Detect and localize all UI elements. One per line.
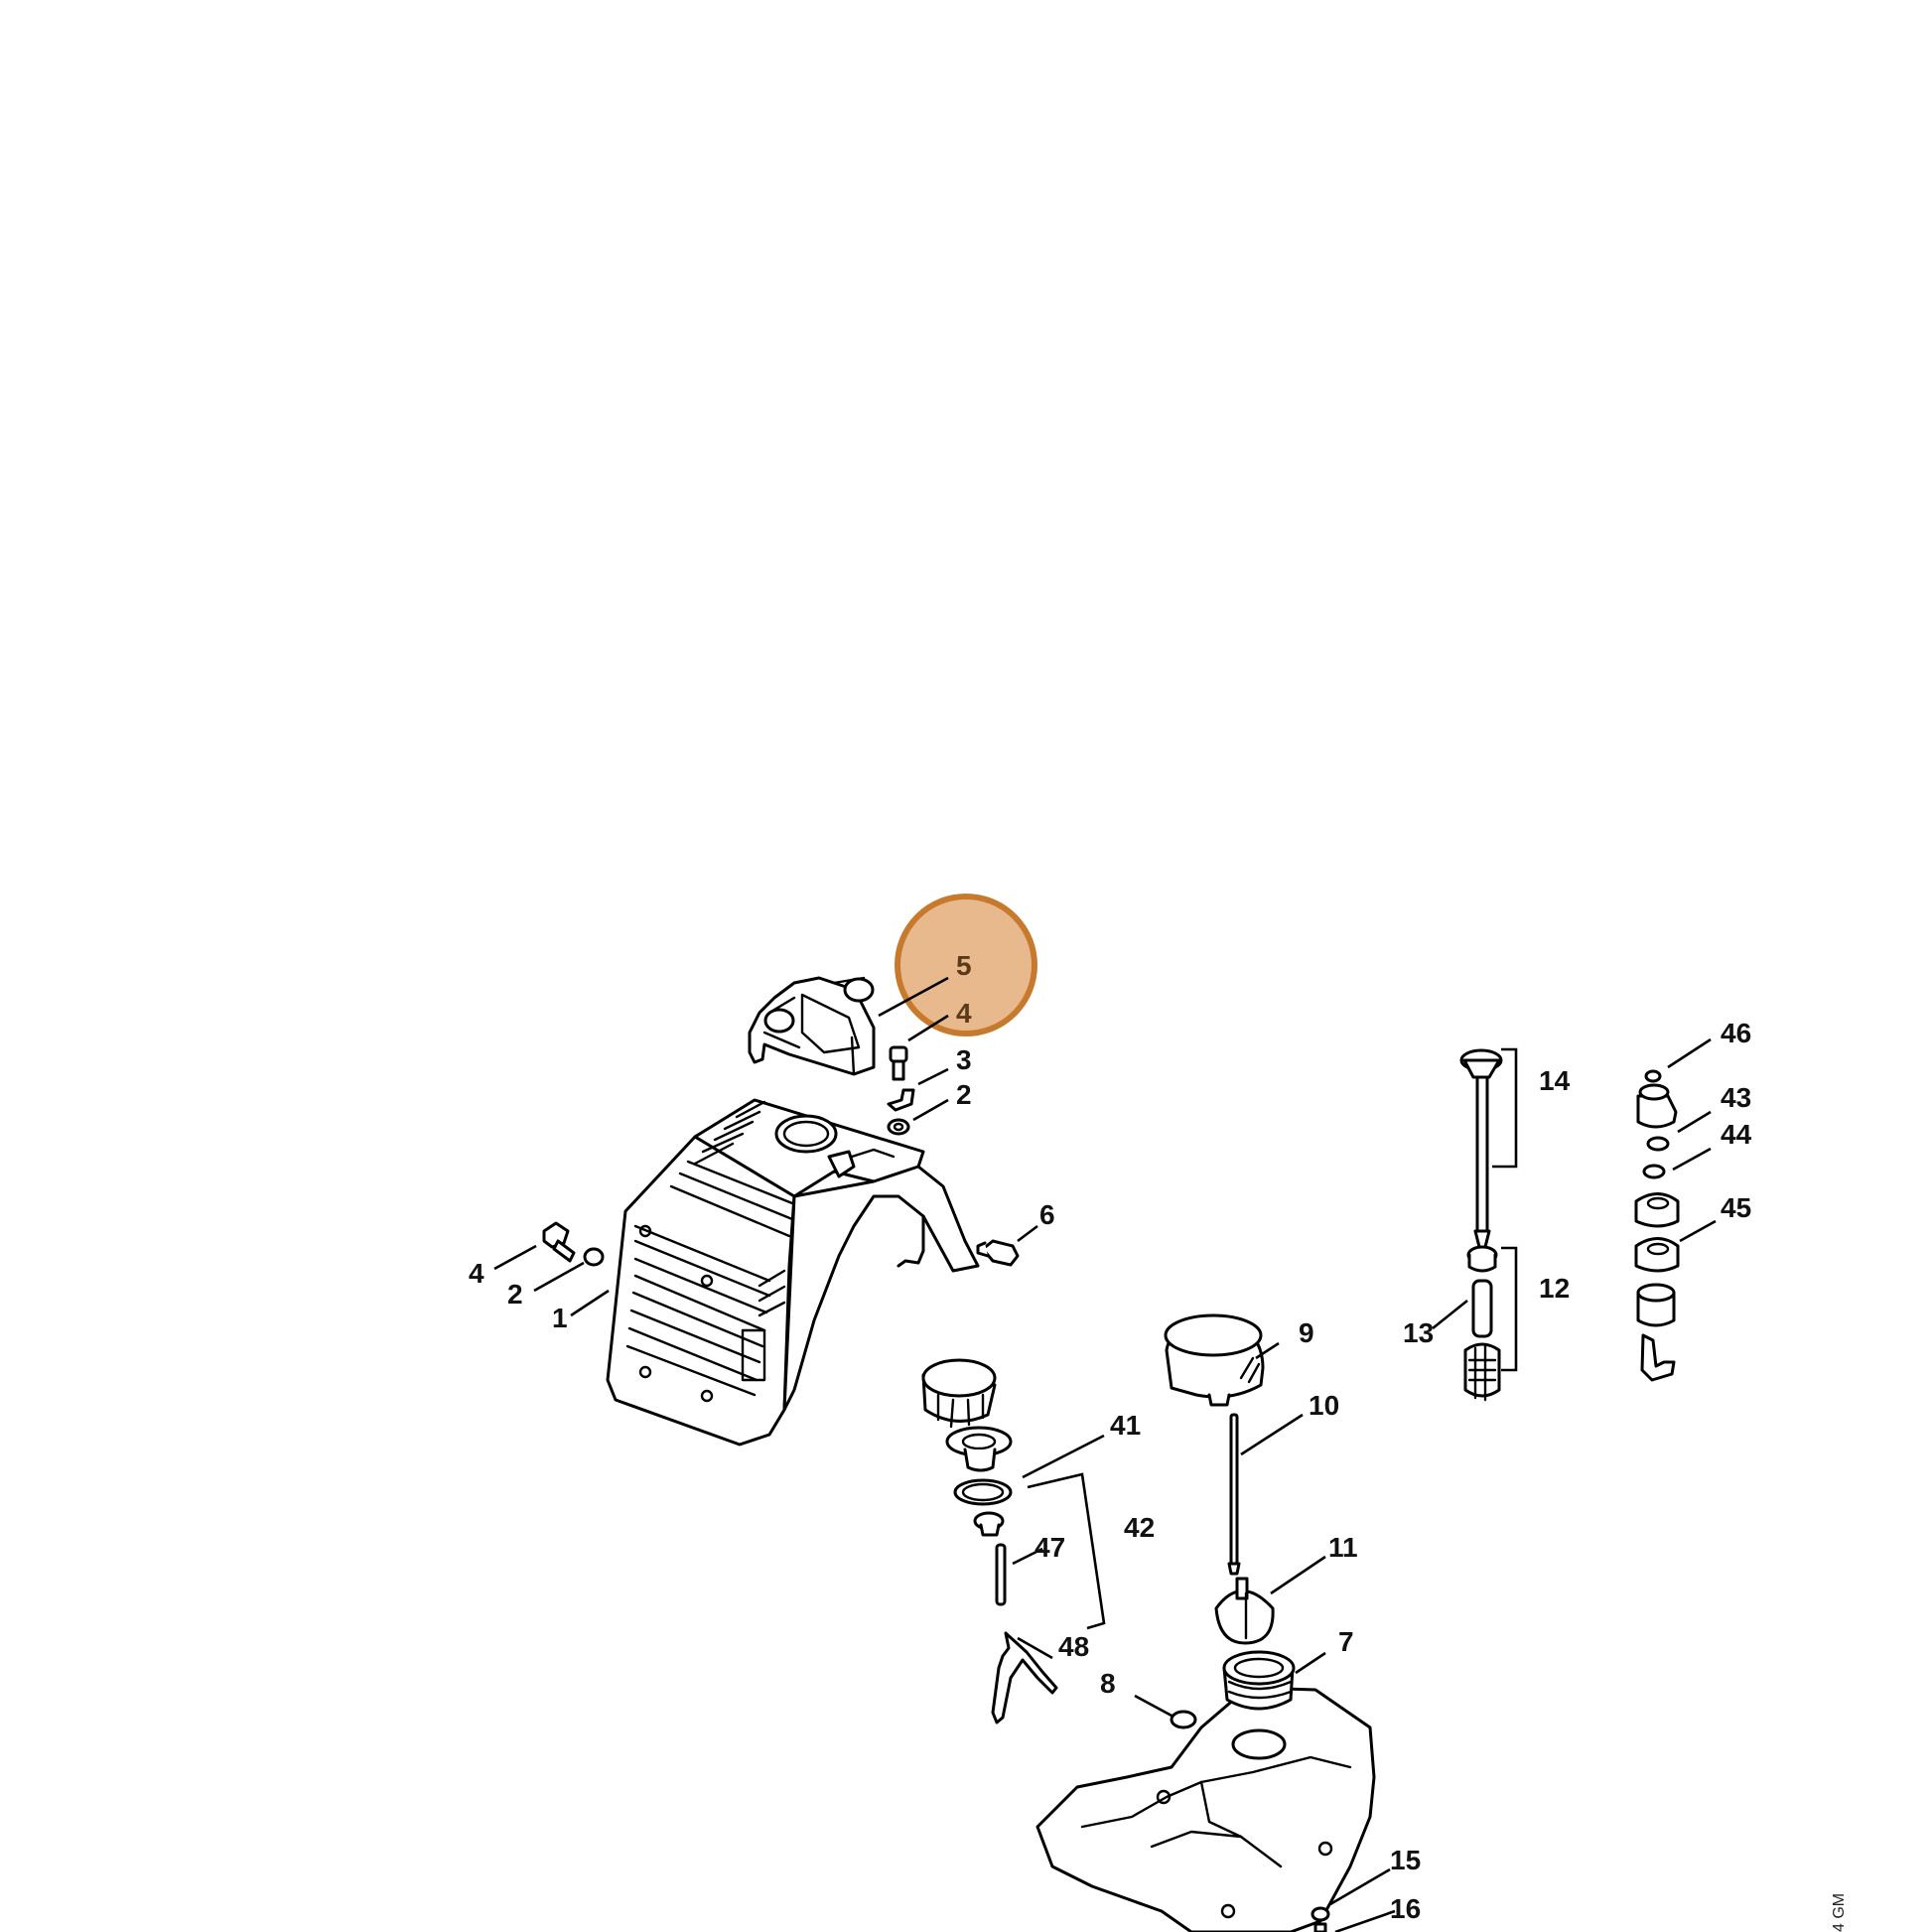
- highlight-circle[interactable]: [895, 894, 1037, 1036]
- part-1-shroud[interactable]: [606, 1098, 980, 1447]
- part-2-clip[interactable]: [887, 1088, 915, 1136]
- label-2-left[interactable]: 2: [507, 1279, 523, 1310]
- part-2-washer-left[interactable]: [583, 1247, 605, 1267]
- part-8-grommet[interactable]: [1170, 1710, 1197, 1729]
- part-13-sleeve[interactable]: [1466, 1245, 1498, 1338]
- label-46[interactable]: 46: [1721, 1018, 1751, 1048]
- part-45-coupling[interactable]: [1634, 1192, 1680, 1273]
- part-9-fuel-cap[interactable]: [1164, 1313, 1265, 1407]
- part-42-vent-valve-set[interactable]: [953, 1478, 1013, 1537]
- label-3[interactable]: 3: [956, 1044, 972, 1075]
- part-4-screw-left[interactable]: [542, 1221, 576, 1263]
- bracket-42: [1027, 1472, 1106, 1630]
- part-5-handle-bracket[interactable]: [748, 976, 876, 1076]
- part-47-pin[interactable]: [995, 1543, 1007, 1606]
- part-3-screw[interactable]: [889, 1045, 908, 1081]
- label-10[interactable]: 10: [1309, 1390, 1339, 1421]
- part-7-fuel-tank[interactable]: [1035, 1650, 1376, 1932]
- label-16[interactable]: 16: [1390, 1893, 1421, 1924]
- part-15-16-washer[interactable]: [1311, 1906, 1330, 1932]
- leader-lines: [493, 976, 1717, 1932]
- label-6[interactable]: 6: [1039, 1199, 1055, 1230]
- label-43[interactable]: 43: [1721, 1082, 1751, 1113]
- label-4[interactable]: 4: [956, 998, 972, 1029]
- label-44[interactable]: 44: [1721, 1119, 1752, 1150]
- label-14[interactable]: 14: [1539, 1065, 1571, 1096]
- part-6-screw[interactable]: [976, 1239, 1020, 1267]
- part-12-filter[interactable]: [1463, 1342, 1501, 1402]
- label-48[interactable]: 48: [1058, 1631, 1089, 1662]
- part-46-nut[interactable]: [1644, 1069, 1662, 1083]
- label-47[interactable]: 47: [1035, 1532, 1065, 1563]
- document-id: 4 GM: [1831, 1893, 1848, 1932]
- label-4-left[interactable]: 4: [469, 1258, 484, 1289]
- part-coupling-lower[interactable]: [1636, 1283, 1676, 1382]
- label-5[interactable]: 5: [956, 950, 972, 981]
- part-44-oring[interactable]: [1642, 1136, 1670, 1179]
- label-1[interactable]: 1: [552, 1303, 568, 1333]
- label-2[interactable]: 2: [956, 1079, 972, 1110]
- part-41-tank-cap[interactable]: [921, 1358, 1013, 1472]
- bracket-14: [1492, 1047, 1518, 1169]
- label-8[interactable]: 8: [1100, 1668, 1116, 1699]
- label-7[interactable]: 7: [1338, 1626, 1354, 1657]
- part-11-pickup-body[interactable]: [1214, 1577, 1275, 1645]
- label-9[interactable]: 9: [1299, 1317, 1314, 1348]
- label-12[interactable]: 12: [1539, 1273, 1570, 1304]
- label-13[interactable]: 13: [1403, 1317, 1434, 1348]
- label-42[interactable]: 42: [1124, 1512, 1155, 1543]
- label-15[interactable]: 15: [1390, 1845, 1421, 1875]
- label-11[interactable]: 11: [1328, 1532, 1358, 1563]
- part-48-clip[interactable]: [991, 1631, 1058, 1725]
- label-45[interactable]: 45: [1721, 1192, 1751, 1223]
- label-41[interactable]: 41: [1110, 1410, 1141, 1441]
- part-10-fuel-line[interactable]: [1227, 1413, 1241, 1576]
- part-43-cap[interactable]: [1636, 1083, 1678, 1129]
- bracket-12: [1501, 1246, 1518, 1372]
- part-14-shaft[interactable]: [1459, 1048, 1503, 1249]
